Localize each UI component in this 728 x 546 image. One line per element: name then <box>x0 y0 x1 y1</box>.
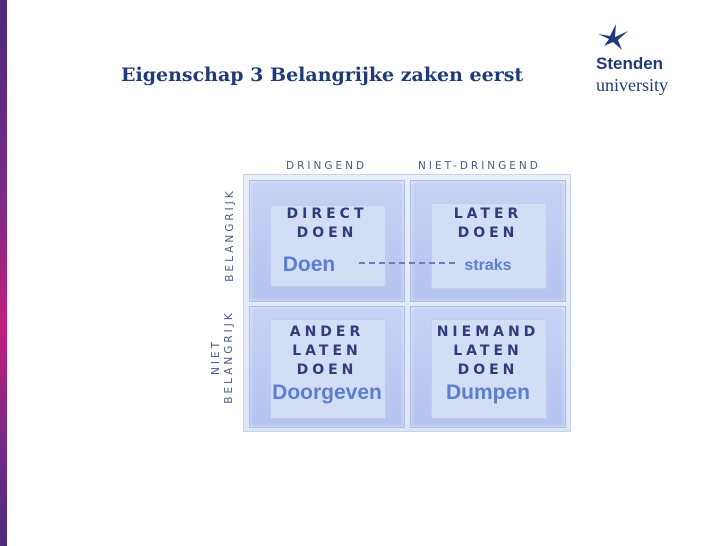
row-header-not-important-line1: NIET <box>210 339 222 375</box>
row-header-not-important-line2: BELANGRIJK <box>223 310 235 404</box>
quadrant-action-line: DOEN <box>457 362 519 378</box>
quadrant-inner-panel <box>431 203 547 289</box>
dashed-connector <box>359 262 455 264</box>
quadrant-urgent-important: DIRECT DOEN Doen <box>249 180 405 302</box>
column-header-urgent: DRINGEND <box>286 160 368 172</box>
quadrant-keyword: Doen <box>282 253 336 276</box>
quadrant-keyword: straks <box>464 257 512 274</box>
quadrant-action-line: NIEMAND <box>436 324 540 340</box>
slide-title: Eigenschap 3 Belangrijke zaken eerst <box>121 64 524 86</box>
logo-subtitle: university <box>596 75 668 95</box>
quadrant-inner-panel <box>431 319 547 419</box>
logo-name: Stenden <box>596 54 664 73</box>
stenden-logo: Stenden university <box>594 22 684 102</box>
quadrant-urgent-not-important: ANDER LATEN DOEN Doorgeven <box>249 306 405 428</box>
side-decor-stripe <box>0 0 7 546</box>
quadrant-action-line: DOEN <box>296 362 358 378</box>
quadrant-inner-panel <box>270 205 386 287</box>
row-header-not-important: NIET BELANGRIJK <box>210 302 236 412</box>
quadrant-action-line: LATEN <box>453 343 523 359</box>
quadrant-not-urgent-important: LATER DOEN straks <box>410 180 566 302</box>
quadrant-action-line: DOEN <box>457 225 519 241</box>
quadrant-not-urgent-not-important: NIEMAND LATEN DOEN Dumpen <box>410 306 566 428</box>
column-header-not-urgent: NIET-DRINGEND <box>418 160 541 172</box>
quadrant-keyword: Doorgeven <box>272 381 382 404</box>
quadrant-action-line: ANDER <box>289 324 365 340</box>
quadrant-action-line: LATEN <box>292 343 362 359</box>
quadrant-action-line: DIRECT <box>286 206 368 222</box>
quadrant-action-line: DOEN <box>296 225 358 241</box>
quadrant-keyword: Dumpen <box>446 381 530 404</box>
quadrant-action-line: LATER <box>453 206 523 222</box>
quadrant-inner-panel <box>270 319 386 419</box>
priority-matrix: DIRECT DOEN Doen LATER DOEN straks ANDER… <box>243 174 571 432</box>
swallow-bird-icon <box>598 24 628 50</box>
